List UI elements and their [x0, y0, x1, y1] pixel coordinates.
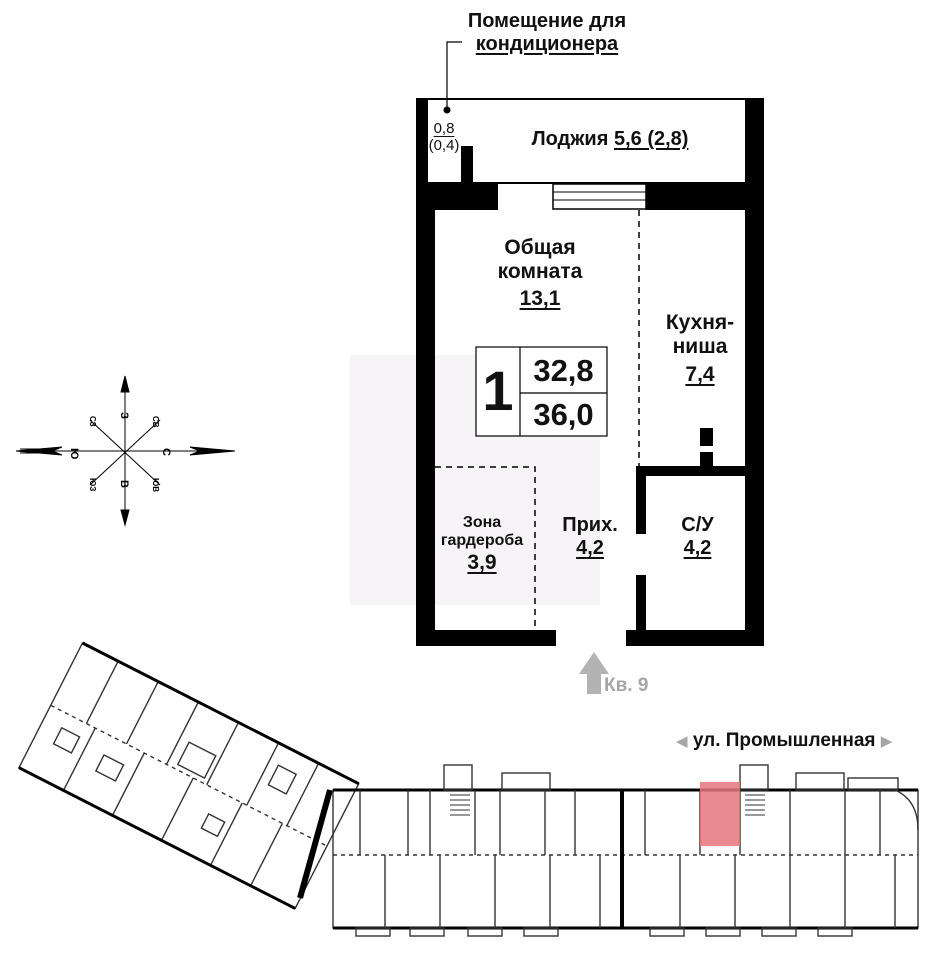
hallway-name: Прих. — [562, 514, 618, 536]
street-right-arrow-icon: ▶ — [880, 733, 893, 750]
ac-room-area-value: 0,8 — [433, 120, 455, 137]
compass-nw: СЗ — [88, 416, 97, 427]
living-room-line1: Общая — [504, 236, 576, 259]
wardrobe-line2: гардероба — [440, 532, 524, 550]
loggia-label: Лоджия 5,6 (2,8) — [505, 128, 715, 151]
apartment-walls — [416, 98, 764, 646]
window — [552, 183, 647, 210]
hallway-area: 4,2 — [576, 537, 604, 559]
loggia-outline — [421, 98, 747, 184]
highlighted-apartment — [700, 782, 740, 846]
building-outline — [17, 641, 919, 937]
ac-marker — [443, 106, 451, 114]
compass-icon — [15, 375, 236, 527]
wardrobe-area: 3,9 — [467, 550, 497, 574]
kitchen-area: 7,4 — [685, 363, 715, 387]
living-total-area: 32,8 — [533, 353, 594, 388]
compass-labels: С Ю З В СВ СЗ ЮВ ЮЗ — [68, 412, 172, 492]
kitchen-line1: Кухня- — [665, 311, 735, 334]
living-room-line2: комната — [497, 260, 583, 284]
ac-room-line2: кондиционера — [475, 33, 619, 55]
kitchen-label: Кухня- ниша 7,4 — [640, 311, 760, 387]
bathroom-name: С/У — [681, 514, 714, 536]
ac-room-area-coef: (0,4) — [428, 137, 460, 155]
rooms-count: 1 — [482, 359, 514, 422]
ac-leader-line — [446, 41, 462, 108]
wardrobe-partition — [435, 466, 536, 630]
street-name: ул. Промышленная — [692, 730, 876, 751]
ac-room-line1: Помещение для — [467, 10, 627, 32]
compass-sw: ЮЗ — [88, 478, 97, 491]
ac-room-area: 0,8 (0,4) — [424, 120, 464, 155]
living-room-area: 13,1 — [519, 287, 561, 311]
total-area: 36,0 — [533, 397, 594, 432]
loggia-area: 5,6 (2,8) — [613, 128, 689, 150]
compass-north: С — [160, 448, 172, 456]
entrance-label: Кв. 9 — [604, 675, 649, 696]
ac-room-title: Помещение для кондиционера — [452, 10, 642, 56]
living-room-label: Общая комната 13,1 — [470, 236, 610, 311]
compass-east: В — [118, 480, 130, 488]
kitchen-line2: ниша — [672, 335, 728, 359]
compass-se: ЮВ — [151, 478, 160, 492]
street-label: ◀ ул. Промышленная ▶ — [676, 730, 892, 752]
compass-ne: СВ — [151, 416, 160, 428]
compass-west: З — [118, 412, 130, 419]
compass-south: Ю — [68, 448, 80, 459]
bathroom-area: 4,2 — [683, 537, 712, 559]
wardrobe-line1: Зона — [462, 514, 502, 531]
street-left-arrow-icon: ◀ — [676, 733, 688, 750]
bathroom-label: С/У 4,2 — [650, 514, 745, 560]
wardrobe-label: Зона гардероба 3,9 — [432, 514, 532, 575]
loggia-name: Лоджия — [531, 128, 609, 150]
hallway-label: Прих. 4,2 — [545, 514, 635, 560]
entrance-arrow-icon — [579, 652, 609, 694]
area-box — [475, 346, 608, 437]
